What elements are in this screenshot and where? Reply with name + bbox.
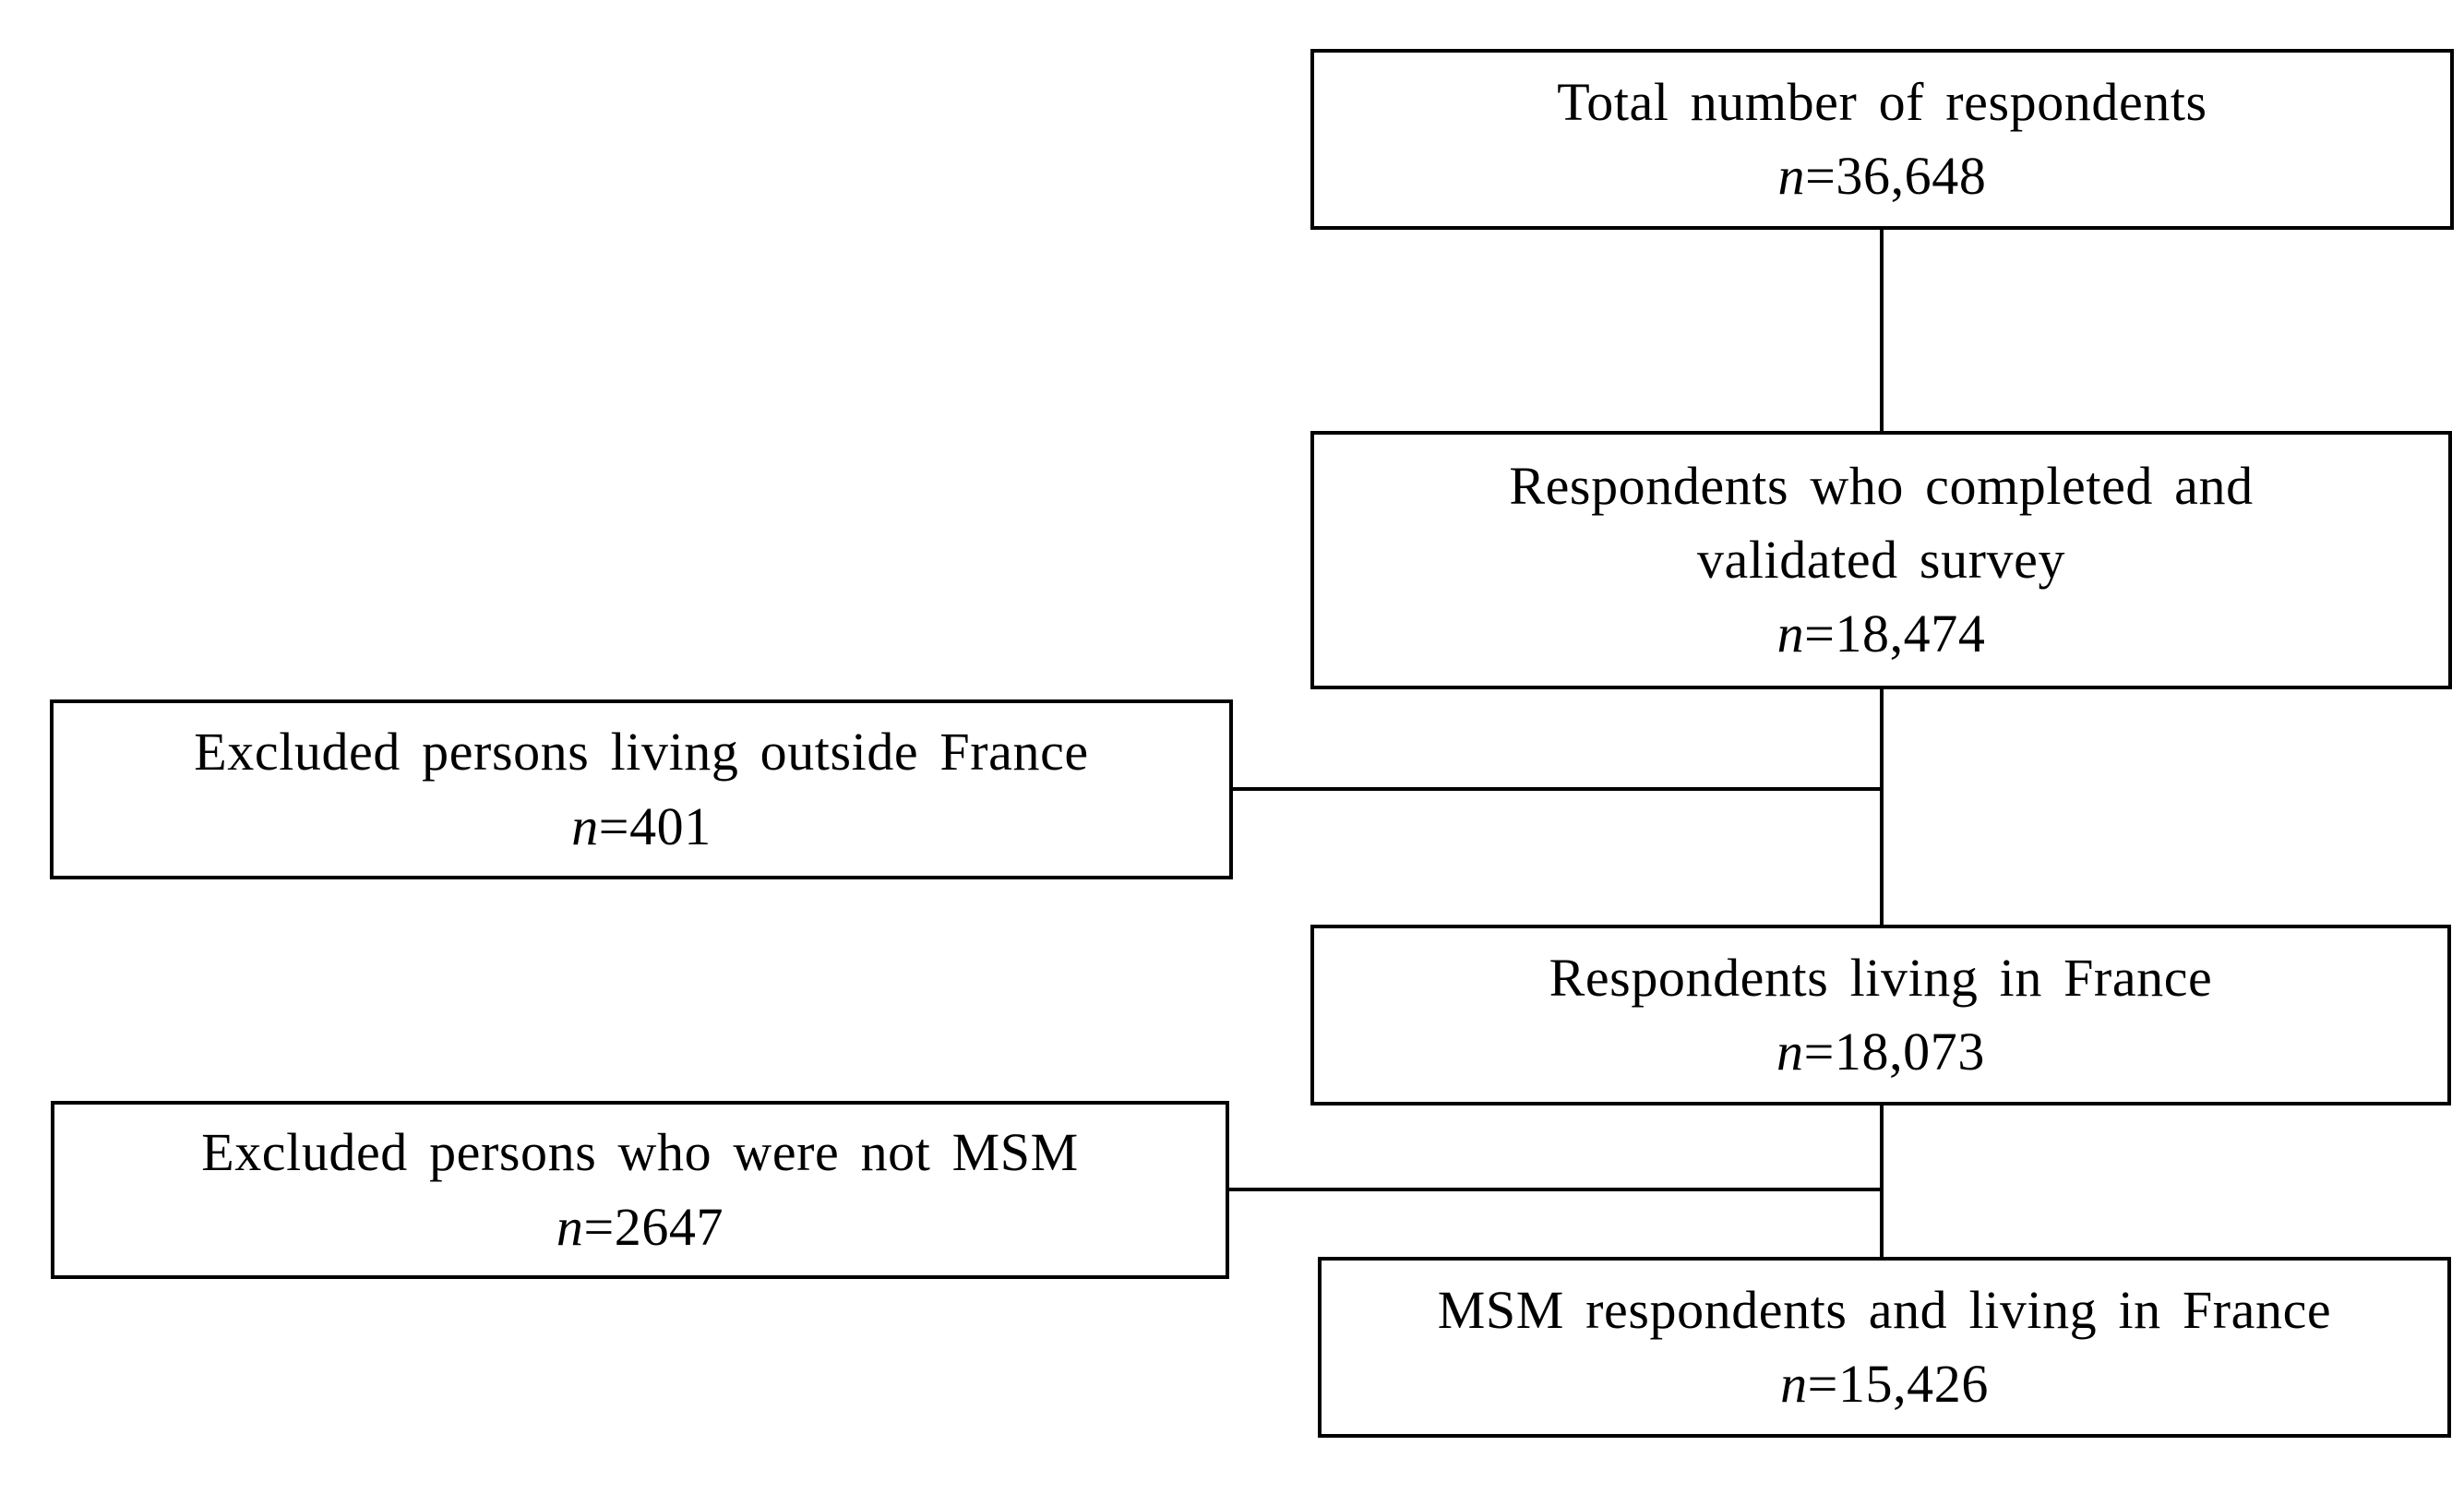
n-value: =2647 (583, 1196, 724, 1257)
flow-box-excluded-outside-france: Excluded persons living outside France n… (50, 699, 1233, 879)
n-label: n (1776, 1022, 1804, 1082)
box-title: Respondents living in France (1549, 947, 2213, 1008)
flow-box-msm-living-in-france: MSM respondents and living in France n=1… (1318, 1257, 2451, 1438)
box-text: MSM respondents and living in France n=1… (1438, 1273, 2331, 1421)
box-count: n=18,073 (1549, 1015, 2213, 1089)
connector-branch-excluded-outside-france (1233, 787, 1884, 791)
box-title: Respondents who completed and (1509, 455, 2254, 516)
box-title-line2: validated survey (1696, 529, 2066, 590)
connector-living-france-to-msm (1880, 1106, 1884, 1257)
n-label: n (556, 1196, 584, 1257)
n-value: =401 (598, 795, 712, 856)
n-value: =15,426 (1807, 1354, 1989, 1414)
box-title: Total number of respondents (1557, 71, 2207, 132)
flow-box-completed-validated: Respondents who completed and validated … (1310, 431, 2452, 689)
flow-box-total-respondents: Total number of respondents n=36,648 (1310, 49, 2454, 230)
box-count: n=2647 (201, 1190, 1079, 1264)
box-title: Excluded persons living outside France (194, 722, 1089, 783)
box-text: Respondents living in France n=18,073 (1549, 941, 2213, 1089)
n-value: =18,474 (1804, 604, 1986, 664)
box-count: n=15,426 (1438, 1347, 2331, 1421)
box-text: Total number of respondents n=36,648 (1557, 66, 2207, 213)
n-label: n (1780, 1354, 1808, 1414)
box-text: Respondents who completed and validated … (1509, 449, 2253, 671)
flow-box-excluded-not-msm: Excluded persons who were not MSM n=2647 (51, 1101, 1229, 1279)
box-count: n=18,474 (1509, 597, 2253, 671)
n-label: n (1777, 146, 1806, 206)
flow-box-living-in-france: Respondents living in France n=18,073 (1310, 925, 2451, 1106)
box-count: n=401 (194, 790, 1088, 864)
n-label: n (1776, 604, 1805, 664)
box-text: Excluded persons living outside France n… (194, 715, 1088, 863)
box-count: n=36,648 (1557, 139, 2207, 213)
connector-completed-to-living-france (1880, 689, 1884, 925)
box-title: MSM respondents and living in France (1437, 1279, 2332, 1340)
connector-total-to-completed (1880, 230, 1884, 431)
n-value: =18,073 (1803, 1022, 1985, 1082)
connector-branch-excluded-not-msm (1229, 1188, 1884, 1191)
box-title: Excluded persons who were not MSM (201, 1122, 1079, 1183)
n-value: =36,648 (1805, 146, 1987, 206)
box-text: Excluded persons who were not MSM n=2647 (201, 1116, 1079, 1263)
n-label: n (571, 795, 599, 856)
